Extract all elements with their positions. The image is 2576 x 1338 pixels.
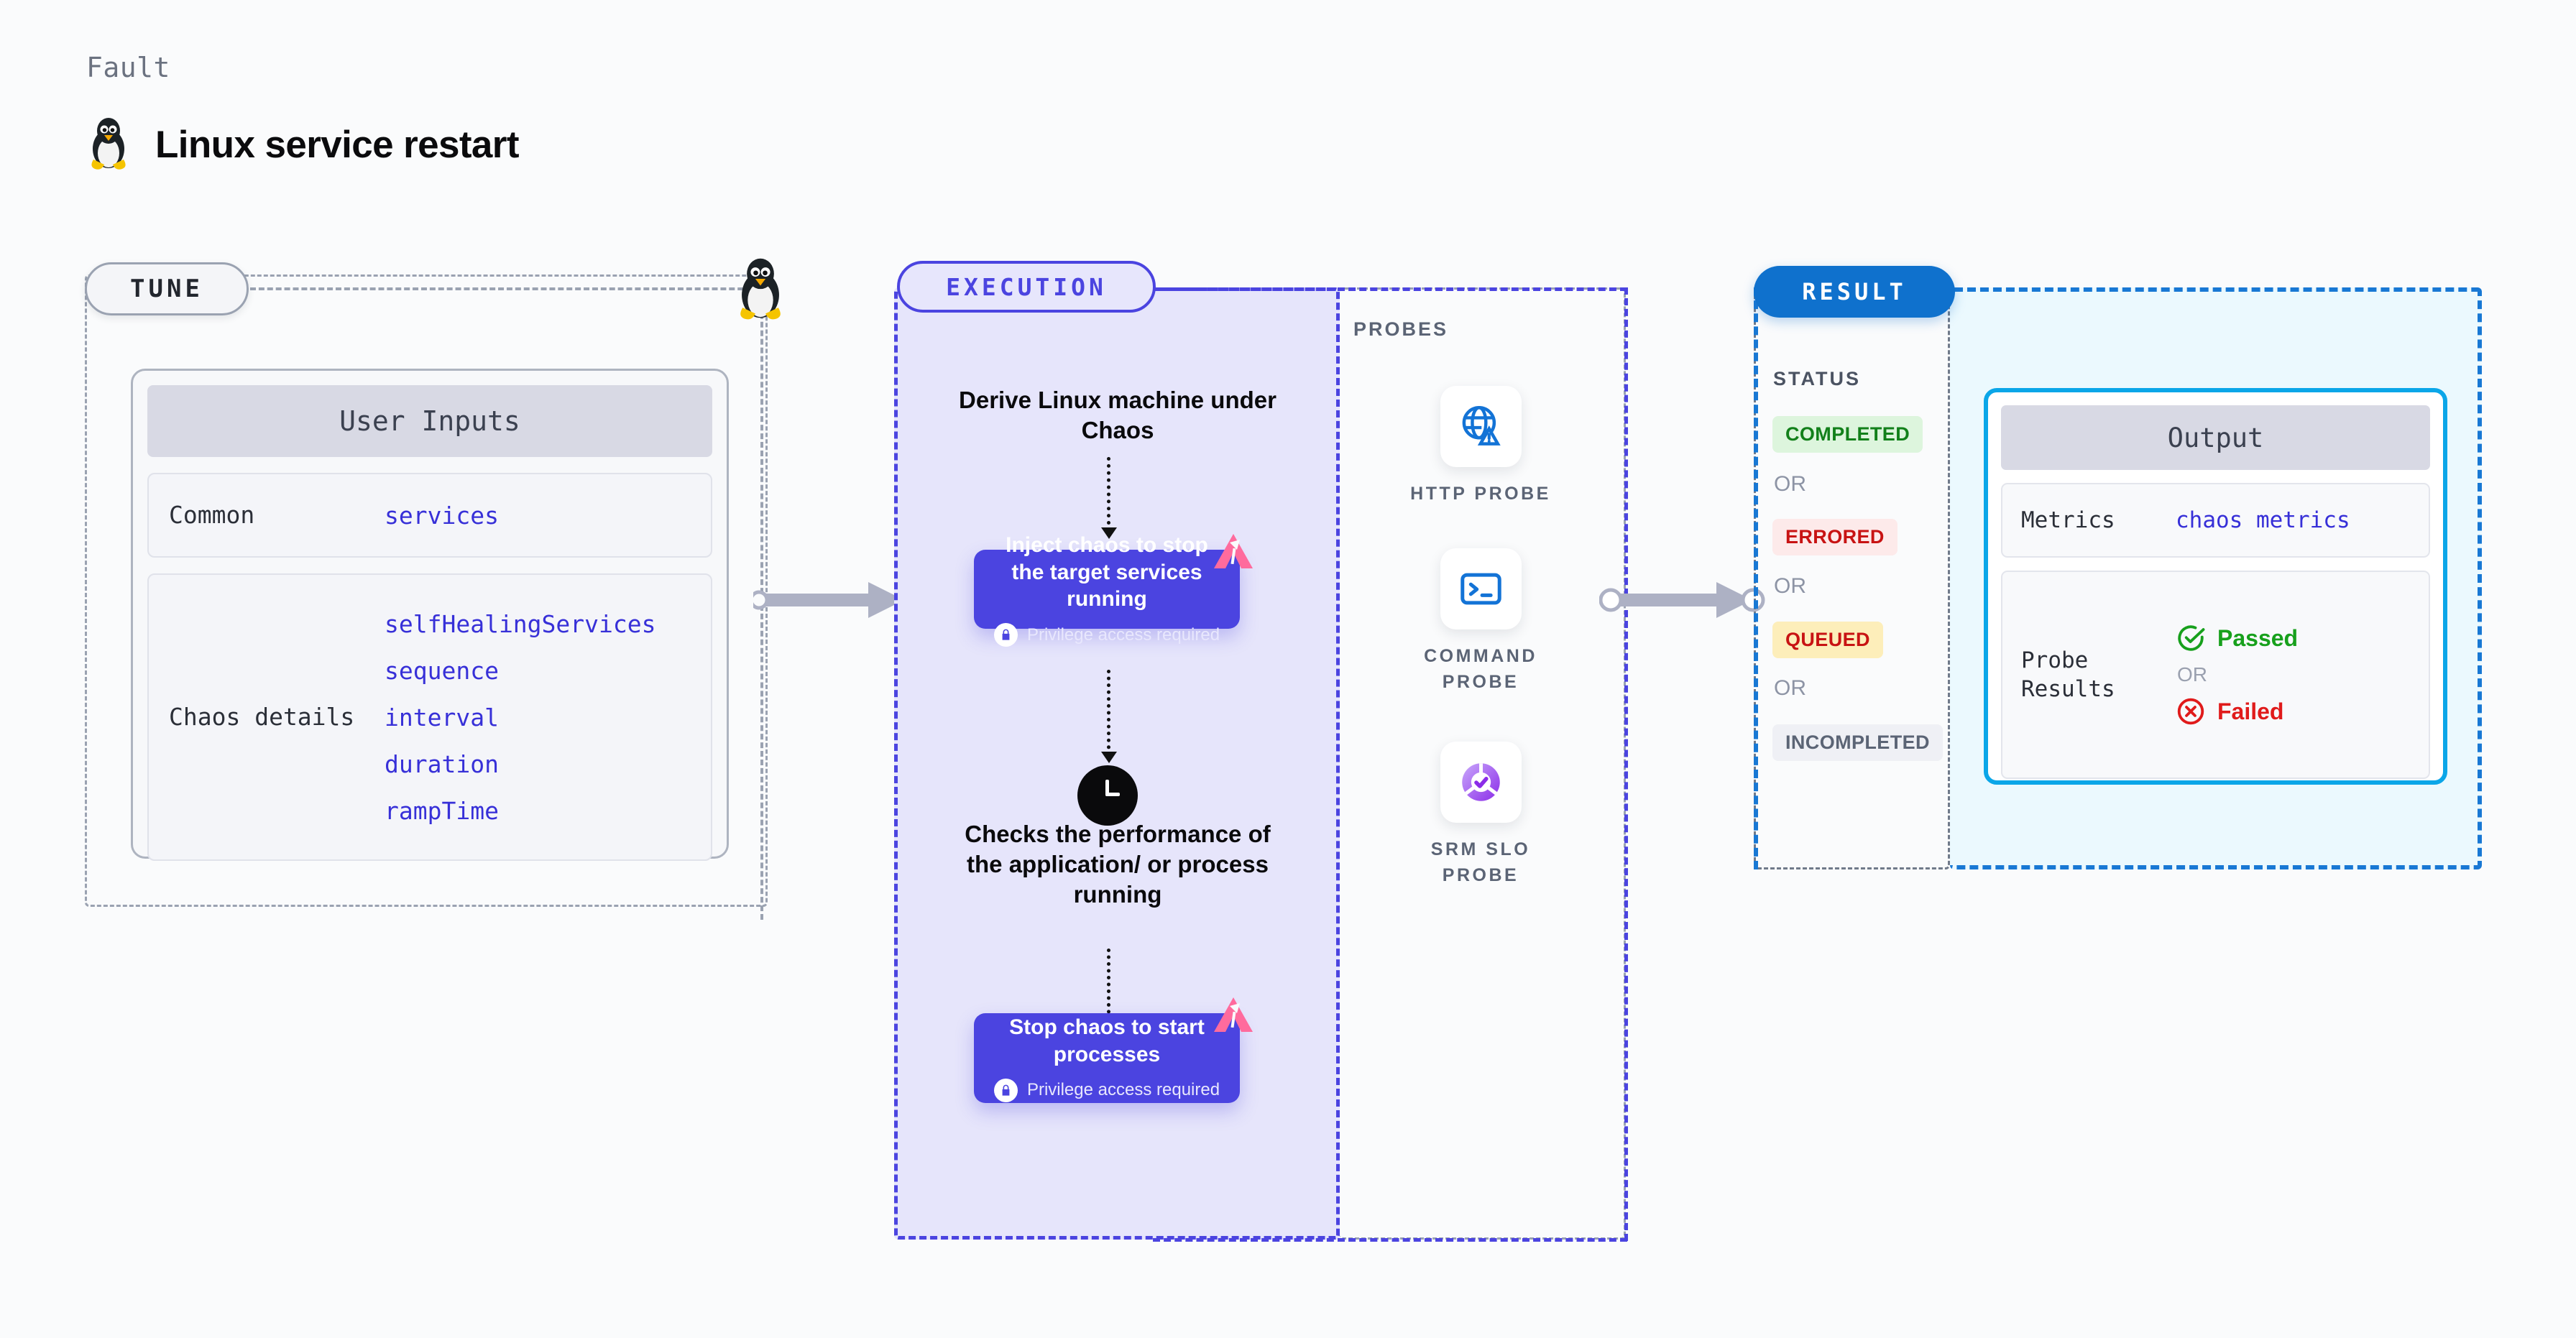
output-row-metrics: Metrics chaos metrics: [2001, 483, 2430, 558]
linux-penguin-icon: [733, 255, 788, 321]
linux-penguin-icon: [86, 115, 131, 175]
output-metrics-label: Metrics: [2021, 507, 2115, 533]
probe-label: COMMAND PROBE: [1424, 646, 1537, 692]
user-inputs-heading: User Inputs: [147, 385, 712, 457]
output-heading: Output: [2001, 405, 2430, 470]
status-heading: STATUS: [1773, 368, 1861, 389]
input-section-common: Common services: [147, 473, 712, 558]
chaos-step-subtitle-text: Privilege access required: [1026, 1080, 1220, 1100]
status-or-label: OR: [1774, 472, 1806, 496]
chaos-step-title: Stop chaos to start processes: [1009, 1015, 1205, 1066]
page-header: Linux service restart: [86, 115, 519, 175]
check-circle-icon: [2176, 623, 2206, 653]
probe-item-http[interactable]: HTTP PROBE: [1409, 386, 1552, 507]
lock-icon: [993, 623, 1018, 647]
input-value[interactable]: rampTime: [385, 796, 499, 825]
clock-icon: [1077, 765, 1138, 826]
result-badge[interactable]: RESULT: [1754, 266, 1955, 318]
x-circle-icon: [2176, 696, 2206, 726]
flow-arrow-3: [1101, 949, 1117, 1028]
tune-top-connector: [250, 287, 760, 290]
input-section-label: Chaos details: [169, 702, 355, 731]
result-left-border: [1754, 287, 1758, 869]
chaos-step-subtitle: Privilege access required: [993, 623, 1220, 647]
probe-item-srm-slo[interactable]: SRM SLO PROBE: [1409, 742, 1552, 888]
status-badge-incompleted: INCOMPLETED: [1772, 724, 1943, 761]
flow-step-checks: Checks the performance of the applicatio…: [965, 821, 1271, 908]
input-value-list: services: [385, 502, 499, 530]
probes-title: PROBES: [1353, 318, 1449, 340]
chaos-step-subtitle-text: Privilege access required: [1026, 624, 1220, 645]
input-value[interactable]: selfHealingServices: [385, 609, 656, 638]
srm-slo-icon: [1440, 742, 1522, 823]
probe-result-passed: Passed: [2176, 623, 2298, 653]
input-value[interactable]: sequence: [385, 656, 499, 685]
tune-panel-border: [85, 274, 768, 907]
output-card: Output Metrics chaos metrics Probe Resul…: [1984, 388, 2447, 785]
output-metrics-value[interactable]: chaos metrics: [2176, 507, 2350, 533]
flow-step-derive: Derive Linux machine under Chaos: [959, 387, 1276, 443]
page-eyebrow: Fault: [86, 52, 170, 83]
harness-logo-icon: [1211, 996, 1256, 1038]
output-row-probe-results: Probe Results Passed OR: [2001, 571, 2430, 779]
execution-badge[interactable]: EXECUTION: [897, 261, 1156, 313]
probe-item-command[interactable]: COMMAND PROBE: [1409, 548, 1552, 695]
probe-result-failed: Failed: [2176, 696, 2298, 726]
status-badge-queued: QUEUED: [1772, 622, 1883, 658]
chaos-step-subtitle: Privilege access required: [993, 1078, 1220, 1102]
tune-badge[interactable]: TUNE: [85, 262, 249, 315]
probe-label: SRM SLO PROBE: [1430, 839, 1531, 885]
input-value-list: selfHealingServices sequence interval du…: [385, 610, 656, 825]
flow-arrow-2: [1101, 670, 1117, 763]
execution-top-border: [1153, 287, 1627, 291]
chaos-step-inject[interactable]: Inject chaos to stop the target services…: [974, 533, 1253, 647]
status-badge-completed: COMPLETED: [1772, 416, 1923, 453]
tune-panel: [85, 274, 768, 907]
probe-or-label: OR: [2177, 663, 2207, 686]
lock-icon: [993, 1078, 1018, 1102]
input-value[interactable]: services: [385, 501, 499, 530]
input-value[interactable]: interval: [385, 703, 499, 732]
probe-result-list: Passed OR Failed: [2176, 623, 2298, 726]
status-badge-errored: ERRORED: [1772, 519, 1898, 555]
probe-label: HTTP PROBE: [1410, 484, 1551, 504]
probe-passed-label: Passed: [2217, 624, 2299, 651]
page-title: Linux service restart: [155, 124, 519, 166]
probe-failed-label: Failed: [2217, 698, 2284, 724]
user-inputs-card: User Inputs Common services Chaos detail…: [131, 369, 729, 861]
globe-alert-icon: [1440, 386, 1522, 467]
chaos-step-title: Inject chaos to stop the target services…: [1006, 532, 1208, 612]
chaos-step-stop[interactable]: Stop chaos to start processes Privilege …: [974, 997, 1253, 1103]
status-or-label: OR: [1774, 676, 1806, 700]
input-section-label: Common: [169, 500, 255, 529]
status-or-label: OR: [1774, 574, 1806, 598]
output-probe-results-label: Probe Results: [2021, 647, 2115, 702]
terminal-icon: [1440, 548, 1522, 629]
execution-right-border: [1624, 287, 1628, 1241]
connector-execution-to-result: [1599, 568, 1775, 632]
input-value[interactable]: duration: [385, 749, 499, 778]
flow-arrow-1: [1101, 457, 1117, 539]
harness-logo-icon: [1211, 532, 1256, 574]
execution-bottom-border: [1153, 1238, 1627, 1242]
input-section-chaos-details: Chaos details selfHealingServices sequen…: [147, 573, 712, 861]
